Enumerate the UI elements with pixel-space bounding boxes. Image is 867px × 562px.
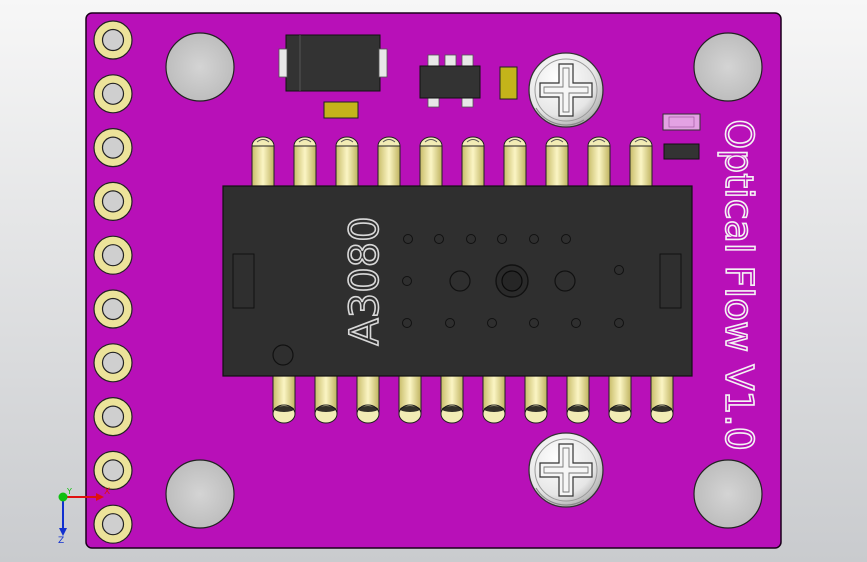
header-pad [93,20,133,60]
chip-pin-top [335,136,359,187]
chip-lens-right [554,270,576,292]
header-pad [93,343,133,383]
chip-pin-bottom [314,375,338,424]
chip-hole [487,318,497,328]
chip-hole [529,318,539,328]
screw-top [528,52,604,128]
chip-pin-top [461,136,485,187]
header-pad [93,450,133,490]
axis-triad: X Y Z [58,487,110,546]
a3080-sensor-chip: A3080 [222,185,693,377]
chip-hole [529,234,539,244]
z-axis-label: Z [58,536,64,546]
chip-hole [402,318,412,328]
chip-pin-bottom [398,375,422,424]
chip-pin-bottom [650,375,674,424]
header-pad [93,235,133,275]
header-pads [93,20,133,544]
smd-cap-yellow-2 [499,66,518,100]
sot23-regulator [419,54,481,108]
header-pad [93,74,133,114]
mounting-hole-tr [693,32,763,102]
chip-pins-top [251,136,653,187]
chip-hole [561,234,571,244]
header-pad [93,397,133,437]
chip-pin-bottom [524,375,548,424]
chip-pin-bottom [356,375,380,424]
smd-pink-part [662,113,701,131]
chip-slot-left [232,253,255,309]
z-axis-arrow [59,528,67,536]
chip-pin-top [419,136,443,187]
y-axis-label: Y [66,487,72,496]
chip-pin-top [587,136,611,187]
chip-hole [403,234,413,244]
screw-bottom [528,432,604,508]
mounting-holes [165,32,763,529]
chip-hole [614,265,624,275]
chip-pin-bottom [272,375,296,424]
chip-pin-top [629,136,653,187]
chip-pins-bottom [272,375,674,424]
chip-pin-top [545,136,569,187]
mounting-hole-br [693,459,763,529]
smd-black-part [663,143,700,160]
diode-component [278,34,388,92]
y-axis-dot [58,492,68,502]
chip-lens-center-inner [501,270,523,292]
chip-pin-bottom [566,375,590,424]
chip-pin-top [251,136,275,187]
chip-label: A3080 [342,216,388,345]
chip-hole [402,276,412,286]
x-axis-arrow [96,493,104,501]
chip-pin-top [377,136,401,187]
chip-holes [402,234,624,328]
header-pad [93,128,133,168]
chip-hole [571,318,581,328]
chip-pin-top [503,136,527,187]
x-axis-label: X [104,487,110,497]
chip-pin-top [293,136,317,187]
mounting-hole-tl [165,32,235,102]
chip-lens-left [449,270,471,292]
chip-hole [497,234,507,244]
chip-hole [614,318,624,328]
header-pad [93,289,133,329]
chip-hole [466,234,476,244]
chip-pin-bottom [440,375,464,424]
chip-slot-right [659,253,682,309]
header-pad [93,181,133,221]
chip-hole [445,318,455,328]
smd-pink-inner [668,116,695,128]
chip-pin1-marker [272,344,294,366]
chip-pin-bottom [608,375,632,424]
mounting-hole-bl [165,459,235,529]
silkscreen-title: Optical Flow V1.0 [717,119,761,451]
chip-pin-bottom [482,375,506,424]
chip-hole [434,234,444,244]
smd-cap-yellow-1 [323,101,359,119]
header-pad [93,504,133,544]
